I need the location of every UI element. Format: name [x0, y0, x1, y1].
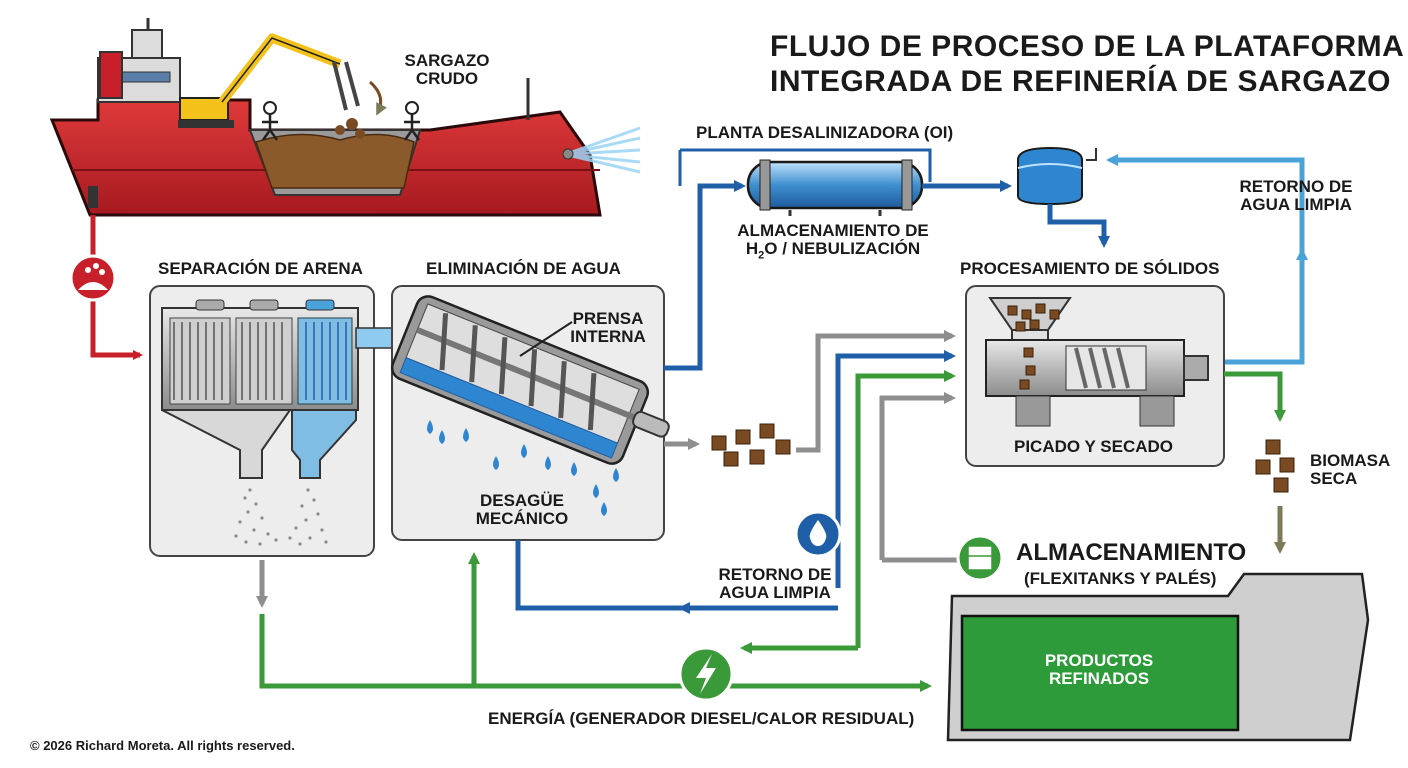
desalination-label: PLANTA DESALINIZADORA (OI): [696, 123, 954, 142]
title-line-1: FLUJO DE PROCESO DE LA PLATAFORMA: [770, 30, 1405, 63]
copyright-notice: © 2026 Richard Moreta. All rights reserv…: [30, 738, 295, 753]
refined-products-box: [960, 614, 1240, 732]
water-removal-label: ELIMINACIÓN DE AGUA: [426, 259, 621, 278]
clean-water-bottom-line-2: AGUA LIMPIA: [719, 582, 831, 602]
solids-processing-unit: [965, 285, 1225, 467]
clean-water-top-line-1: RETORNO DE: [1239, 177, 1353, 196]
water-removal-unit: [390, 285, 670, 541]
h2o-rest: O / NEBULIZACIÓN: [764, 238, 921, 258]
lightning-bolt-icon: [678, 646, 734, 702]
mechanical-drain-line-2: MECÁNICO: [475, 508, 569, 528]
flow-to-solids: [1047, 204, 1110, 248]
mechanical-drain-label: DESAGÜE MECÁNICO: [462, 492, 582, 528]
sargassum-input-icon: [69, 254, 117, 302]
refined-products-line-2: REFINADOS: [1048, 668, 1150, 688]
h2o-storage-line-2: H2O / NEBULIZACIÓN: [722, 238, 944, 262]
internal-press-line-2: INTERNA: [570, 326, 646, 346]
sand-separation-unit: [149, 285, 375, 557]
refined-products-line-1: PRODUCTOS: [1044, 651, 1154, 670]
h2o-storage-label: ALMACENAMIENTO DE H2O / NEBULIZACIÓN: [722, 222, 944, 262]
water-spray: [562, 126, 641, 174]
flow-to-desal: [664, 180, 746, 371]
raw-sargassum-label: SARGAZO CRUDO: [392, 52, 502, 88]
ship-funnel: [99, 51, 123, 99]
worker-icon: [261, 101, 279, 141]
water-drop-icon: [794, 510, 842, 558]
dry-biomass-label: BIOMASA SECA: [1310, 452, 1390, 488]
h2o-storage-line-1: ALMACENAMIENTO DE: [737, 221, 929, 240]
title-line-2: INTEGRADA DE REFINERÍA DE SARGAZO: [770, 64, 1391, 98]
ro-membrane-tube: [746, 159, 924, 216]
clean-water-bottom-line-1: RETORNO DE: [718, 565, 832, 584]
page-title: FLUJO DE PROCESO DE LA PLATAFORMA INTEGR…: [770, 30, 1405, 99]
raw-sargassum-line-2: CRUDO: [415, 68, 479, 88]
chop-dry-label: PICADO Y SECADO: [1014, 437, 1174, 456]
dry-biomass-line-1: BIOMASA: [1310, 451, 1391, 470]
raw-sargassum-line-1: SARGAZO: [404, 51, 490, 70]
h2o-sub: 2: [758, 249, 765, 262]
storage-subtitle: (FLEXITANKS Y PALÉS): [1024, 569, 1217, 588]
excavator-icon: [178, 33, 360, 128]
worker-icon: [403, 101, 421, 141]
sand-separation-label: SEPARACIÓN DE ARENA: [158, 259, 363, 278]
clean-water-return-top-label: RETORNO DE AGUA LIMPIA: [1226, 178, 1366, 214]
h2o-h: H: [745, 238, 759, 258]
energy-label: ENERGÍA (GENERADOR DIESEL/CALOR RESIDUAL…: [488, 709, 915, 728]
water-tank: [1017, 146, 1083, 206]
storage-box-icon: [956, 534, 1004, 582]
sargassum-load: [255, 133, 415, 189]
internal-press-label: PRENSA INTERNA: [566, 310, 650, 346]
biomass-cubes-mid: [711, 423, 791, 467]
water-drops: [427, 420, 619, 516]
clean-water-top-line-2: AGUA LIMPIA: [1240, 194, 1352, 214]
refined-products-label: PRODUCTOS REFINADOS: [1024, 652, 1174, 688]
clean-water-return-bottom-label: RETORNO DE AGUA LIMPIA: [708, 566, 842, 602]
internal-press-line-1: PRENSA: [572, 309, 644, 328]
storage-barge: [946, 572, 1370, 742]
solids-processing-label: PROCESAMIENTO DE SÓLIDOS: [960, 259, 1220, 278]
dry-biomass-cubes: [1255, 439, 1295, 493]
collection-ship: [49, 18, 641, 217]
mechanical-drain-line-1: DESAGÜE: [479, 491, 565, 510]
storage-title: ALMACENAMIENTO: [1016, 539, 1247, 566]
dry-biomass-line-2: SECA: [1310, 468, 1358, 488]
